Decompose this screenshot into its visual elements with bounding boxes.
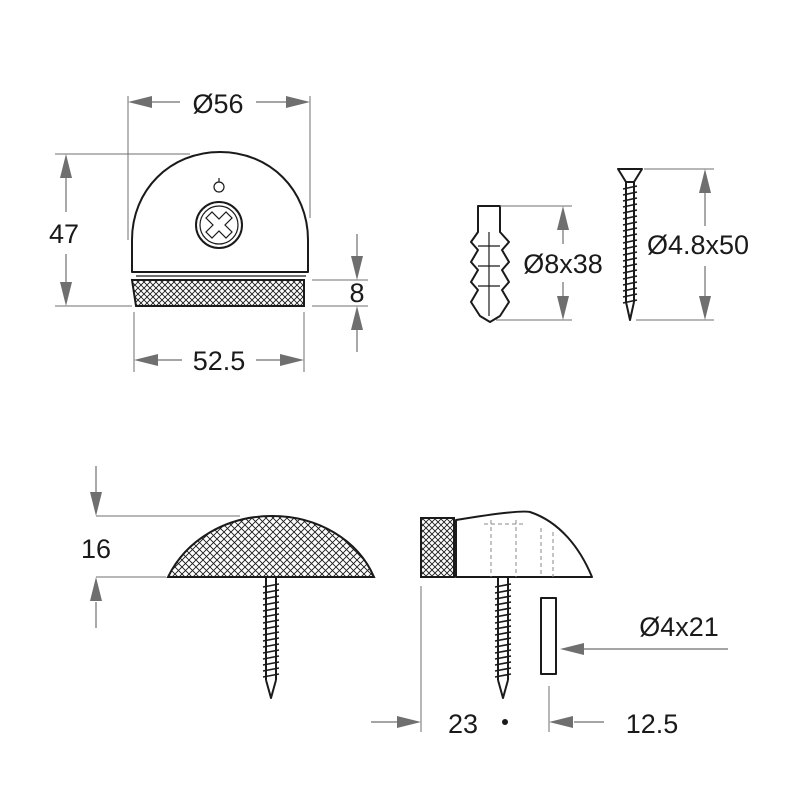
section-view-rubber-block bbox=[420, 517, 455, 578]
screw-head-icon bbox=[195, 201, 243, 249]
front-view-rubber-pad bbox=[130, 279, 305, 307]
dim-height-top: 47 bbox=[49, 219, 79, 249]
section-view-dome bbox=[455, 510, 593, 578]
indicator-icon bbox=[213, 178, 225, 193]
side-view-dome bbox=[166, 514, 376, 578]
dim-offset-left: 23 bbox=[448, 709, 478, 739]
side-screw-thread bbox=[262, 583, 280, 678]
wall-plug: Ø8x38 bbox=[470, 205, 603, 323]
long-screw: Ø4.8x50 bbox=[617, 168, 749, 321]
dim-diameter-top: Ø56 bbox=[192, 89, 243, 119]
section-view: Ø4x21 23 12.5 bbox=[371, 510, 728, 739]
center-point bbox=[502, 719, 508, 725]
long-screw-thread bbox=[622, 185, 638, 304]
dim-plug-size: Ø8x38 bbox=[523, 249, 603, 279]
section-screw-thread bbox=[494, 583, 512, 678]
dim-base-width: 52.5 bbox=[193, 346, 246, 376]
dim-pin-size: Ø4x21 bbox=[639, 612, 719, 642]
wall-plug-body bbox=[470, 205, 510, 323]
side-view: 16 bbox=[81, 466, 376, 699]
dim-dome-height: 16 bbox=[81, 534, 111, 564]
dim-base-height: 8 bbox=[349, 278, 364, 308]
front-view: Ø56 47 52.5 8 bbox=[49, 89, 368, 376]
dim-screw-size: Ø4.8x50 bbox=[647, 230, 749, 260]
dim-offset-right: 12.5 bbox=[626, 709, 679, 739]
pin bbox=[540, 597, 557, 675]
